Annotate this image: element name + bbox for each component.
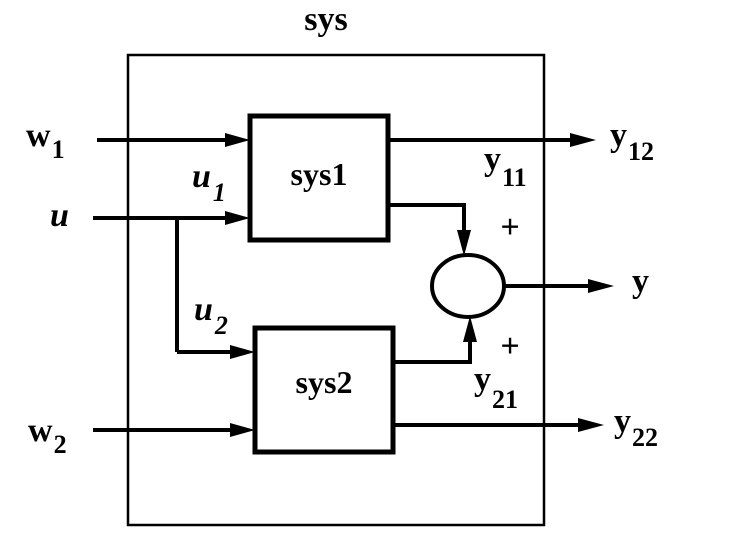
outer-system-title: sys	[304, 1, 347, 38]
arrowheads	[225, 133, 614, 437]
y11-arrowhead	[457, 230, 471, 256]
u2-arrowhead	[230, 345, 255, 359]
y11-label: y11	[484, 141, 527, 192]
u1-label: u1	[192, 158, 226, 207]
w1-arrowhead	[225, 133, 250, 147]
sys1-label: sys1	[291, 156, 348, 192]
y-arrowhead	[588, 279, 614, 293]
bottom-plus-sign: +	[500, 328, 519, 365]
summing-junction	[430, 253, 506, 319]
y22-output-label: y22	[614, 403, 658, 452]
y21-wire	[393, 336, 472, 364]
outer-system-frame	[126, 53, 546, 527]
y12-arrowhead	[570, 133, 596, 147]
w2-arrowhead	[230, 423, 255, 437]
y22-arrowhead	[578, 418, 604, 432]
y11-wire	[388, 203, 466, 236]
y12-output-label: y12	[610, 117, 654, 166]
top-plus-sign: +	[500, 209, 519, 246]
y21-arrowhead	[463, 316, 477, 342]
w1-input-label: w1	[26, 117, 65, 164]
y21-label: y21	[474, 361, 518, 414]
sys1-block	[247, 113, 391, 243]
sys2-label: sys2	[296, 364, 353, 400]
w2-input-label: w2	[28, 412, 67, 459]
y-output-label: y	[632, 263, 649, 300]
u2-label: u2	[194, 291, 228, 340]
u-input-label: u	[50, 197, 69, 234]
u1-arrowhead	[225, 211, 250, 225]
sys2-block	[252, 325, 396, 455]
